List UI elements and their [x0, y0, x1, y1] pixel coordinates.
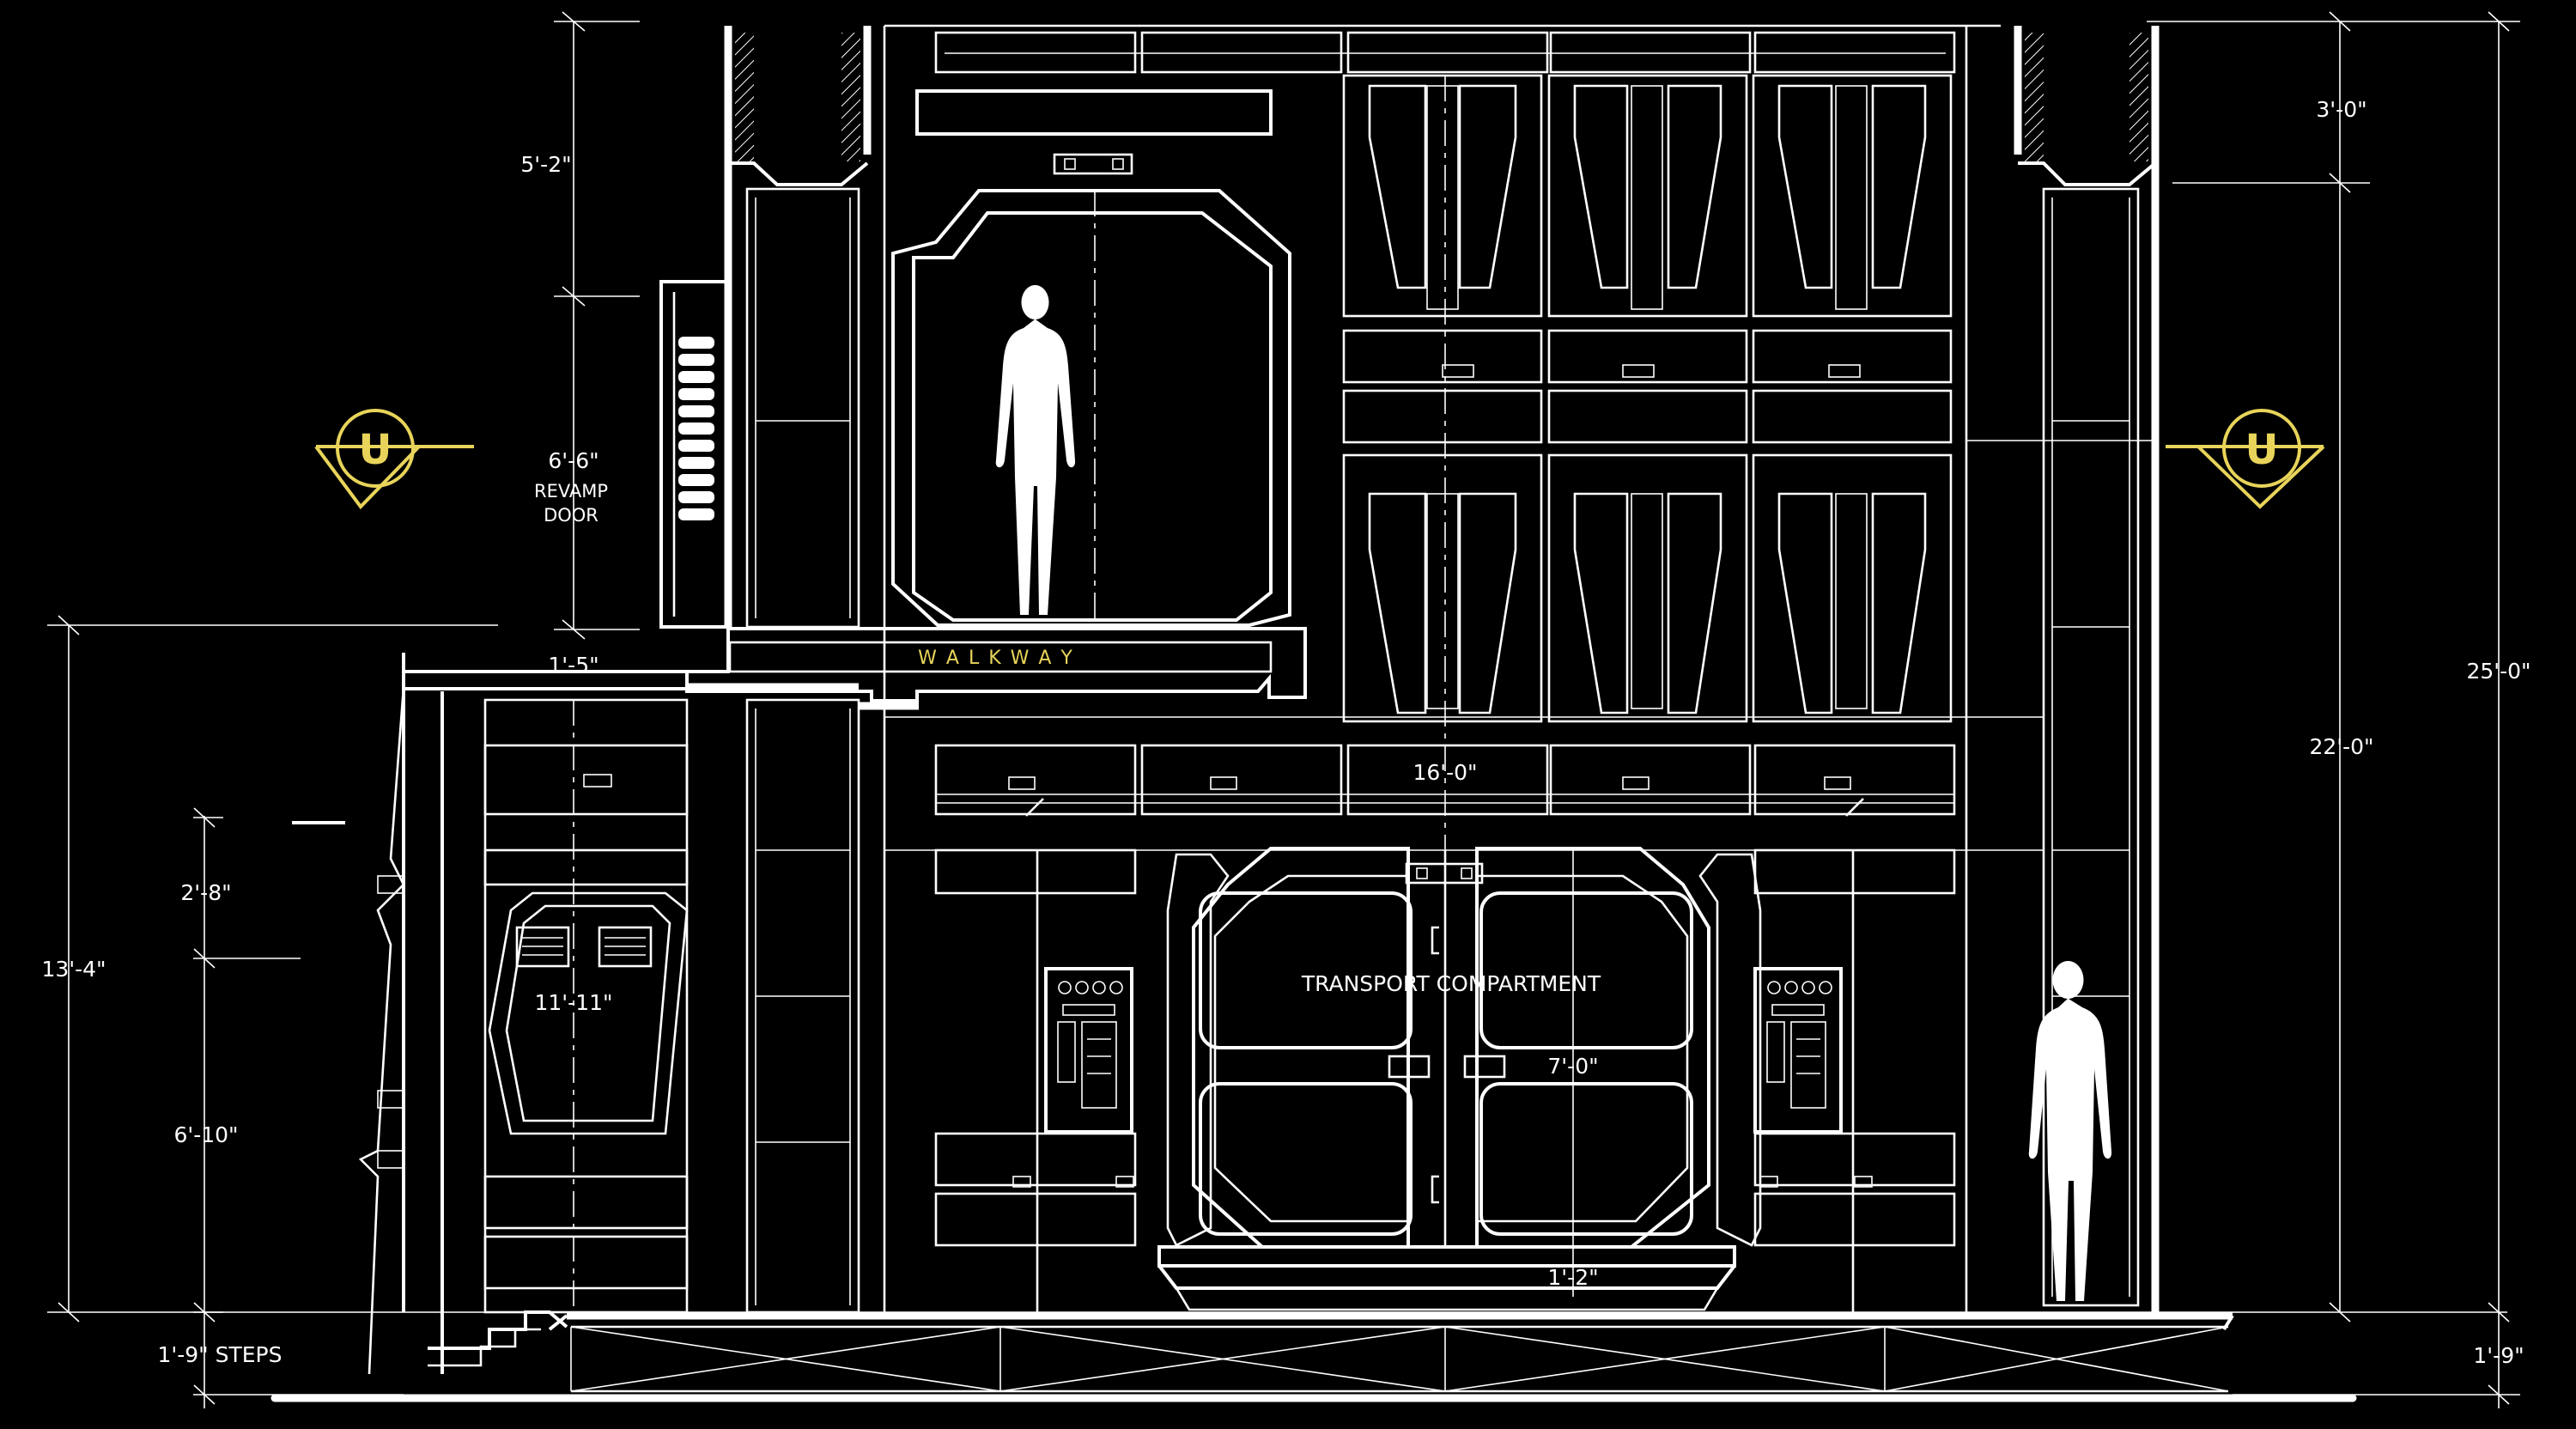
- revamp-label: REVAMP: [534, 481, 608, 502]
- drawer-band: [934, 744, 1956, 817]
- control-panel-left: [934, 848, 1137, 1312]
- marker-letter-left: U: [359, 426, 392, 474]
- right-dimension-lines: [2147, 11, 2520, 1408]
- dim-2-8: 2'-8": [180, 880, 231, 905]
- dim-22-0: 22'-0": [2309, 734, 2373, 759]
- left-lower-cabinet: [483, 698, 689, 1314]
- control-panel-right: [1753, 848, 1956, 1312]
- section-marker-left: U: [314, 409, 474, 510]
- top-panels: [915, 31, 1956, 136]
- marker-letter-right: U: [2245, 426, 2279, 474]
- dim-6-6: 6'-6": [548, 448, 598, 473]
- dim-1-5: 1'-5": [548, 653, 598, 678]
- upper-door: [891, 153, 1291, 627]
- walkway-label: W A L K W A Y: [918, 648, 1074, 669]
- dim-1-9-steps: 1'-9" STEPS: [157, 1342, 282, 1367]
- revamp-door: [659, 280, 730, 629]
- transport-door: TRANSPORT COMPARTMENT: [1166, 847, 1762, 1297]
- dim-6-10: 6'-10": [173, 1122, 238, 1147]
- walkway: W A L K W A Y: [402, 627, 1307, 710]
- dim-5-2: 5'-2": [520, 152, 571, 177]
- figure-right: [2028, 961, 2112, 1301]
- upper-cabinets: [1342, 74, 1953, 850]
- section-marker-right: U: [2166, 409, 2325, 509]
- platform-base: [270, 1245, 2357, 1402]
- door-label: DOOR: [544, 505, 598, 526]
- left-stair-edge: [358, 653, 568, 1375]
- dim-25-0: 25'-0": [2466, 659, 2530, 684]
- dim-13-4: 13'-4": [41, 957, 106, 982]
- structure-outline: [724, 24, 2160, 1314]
- transport-compartment-label: TRANSPORT COMPARTMENT: [1301, 971, 1601, 996]
- dim-1-9: 1'-9": [2473, 1343, 2524, 1368]
- figure-upper: [995, 285, 1076, 615]
- dim-3-0: 3'-0": [2316, 97, 2366, 122]
